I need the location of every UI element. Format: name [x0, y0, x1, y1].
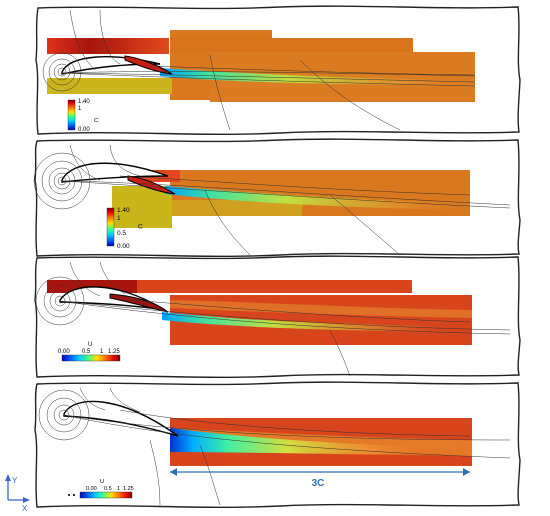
panel-1: 1.40 1 0.00 U [35, 5, 521, 135]
legend-tick: 1 [78, 106, 82, 112]
legend-tick: 0.5 [82, 349, 91, 355]
streamlines [38, 387, 511, 506]
colorbar [106, 207, 115, 247]
panel-4: 3C U 0.00 0.5 1 1.25 [34, 381, 521, 508]
legend-tick: 1.40 [78, 99, 90, 105]
colorbar [67, 99, 76, 131]
panel-frame [34, 255, 521, 378]
wake-region [160, 68, 475, 86]
wake-region [170, 428, 460, 456]
field-lower-left [47, 78, 172, 94]
legend-tick: 1.25 [108, 349, 120, 355]
field-mid-orange [170, 300, 472, 318]
small-marker [73, 494, 75, 496]
airfoil [63, 400, 179, 437]
legend-tick: 0.00 [117, 243, 130, 250]
legend-tick: 0.00 [58, 349, 70, 355]
arrow-head-right [463, 468, 470, 476]
legend-tick: 1.25 [123, 486, 134, 492]
flap [124, 55, 173, 75]
legend-title: U [136, 224, 143, 229]
field-lower-strip [172, 200, 302, 216]
x-arrow-head [23, 497, 30, 503]
legend-title: U [100, 479, 104, 485]
panel-frame [35, 5, 521, 135]
field-top-red [47, 38, 169, 54]
streamlines [33, 144, 511, 256]
legend-panel-1: 1.40 1 0.00 U [67, 99, 98, 133]
field-lower-small [47, 78, 60, 94]
legend-panel-3: U 0.00 0.5 1 1.25 [58, 342, 121, 362]
y-arrow-head [5, 474, 11, 481]
legend-tick: 0.5 [117, 230, 126, 237]
colorbar [61, 354, 121, 362]
legend-tick: 1 [117, 215, 121, 222]
dimension-annotation: 3C [170, 468, 470, 489]
wake-region [162, 312, 440, 332]
field-upper-band [170, 38, 413, 52]
panel-2: 1.40 1 0.5 0.00 U [33, 138, 521, 257]
dimension-label: 3C [312, 478, 325, 489]
axes-triad: Y X [5, 474, 30, 513]
colorbar [79, 491, 133, 499]
field-top-band [47, 280, 412, 293]
flap [127, 175, 176, 195]
legend-title: U [88, 342, 92, 348]
panel-frame [34, 138, 521, 257]
field-lower-left [112, 186, 172, 228]
legend-title: U [92, 118, 98, 122]
flap [109, 293, 169, 313]
legend-panel-2: 1.40 1 0.5 0.00 U [106, 207, 143, 250]
airfoil [61, 162, 169, 183]
legend-tick: 1.40 [117, 207, 130, 214]
arrow-head-left [170, 468, 177, 476]
legend-tick: 1 [100, 349, 104, 355]
legend-tick: 0.5 [104, 486, 112, 492]
small-marker [68, 494, 70, 496]
x-axis-label: X [22, 504, 28, 513]
legend-panel-4: U 0.00 0.5 1 1.25 [68, 479, 134, 499]
legend-tick: 1 [117, 486, 120, 492]
panel-frame [34, 381, 521, 508]
wake-region [165, 186, 470, 210]
legend-tick: 0.00 [78, 127, 90, 133]
legend-tick: 0.00 [86, 486, 97, 492]
streamlines [35, 261, 511, 377]
panel-3: U 0.00 0.5 1 1.25 [34, 255, 521, 378]
y-axis-label: Y [12, 476, 18, 485]
